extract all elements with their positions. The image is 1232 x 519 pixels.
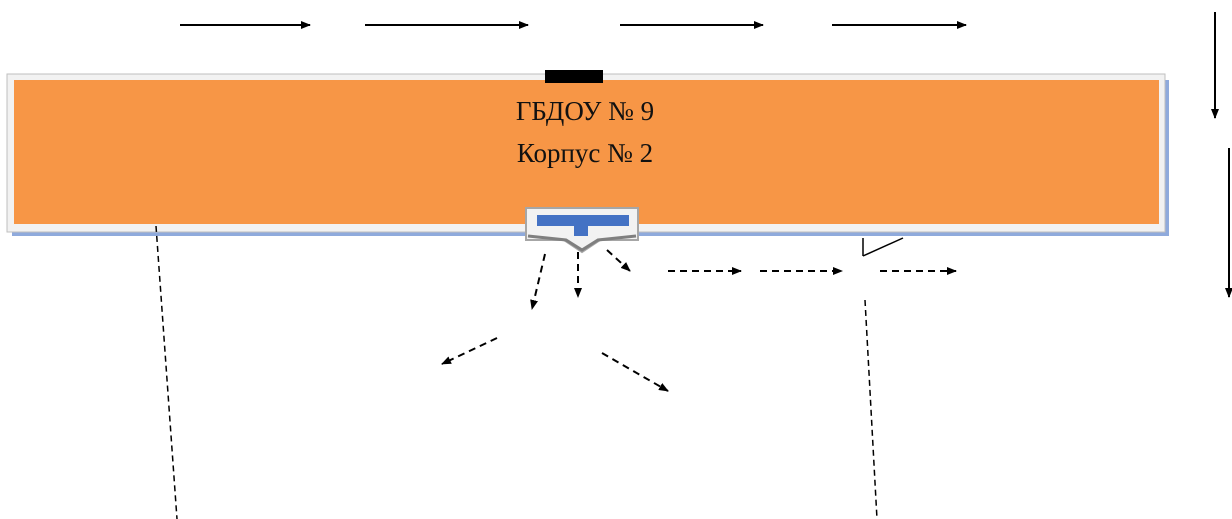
territory-boundary (155, 225, 878, 519)
building-body (14, 80, 1159, 224)
boundary-right (864, 299, 878, 519)
road-traffic-arrows (180, 12, 1232, 298)
gate-marker (545, 70, 603, 83)
entrance-canopy-stem (574, 224, 588, 236)
route-arrow-far-left (441, 337, 498, 365)
entrance-canopy (525, 207, 639, 254)
entrance-canopy-bar (537, 215, 629, 226)
route-arrow-far-right (601, 352, 669, 392)
route-arrow-down-right (606, 249, 631, 272)
boundary-left (155, 225, 178, 519)
pedestrian-routes (441, 249, 957, 392)
route-arrow-down-left (530, 253, 546, 310)
entrance-steps (527, 234, 637, 252)
wicket-leaf (862, 237, 904, 257)
building (6, 73, 1169, 236)
wicket-gate (862, 237, 904, 257)
